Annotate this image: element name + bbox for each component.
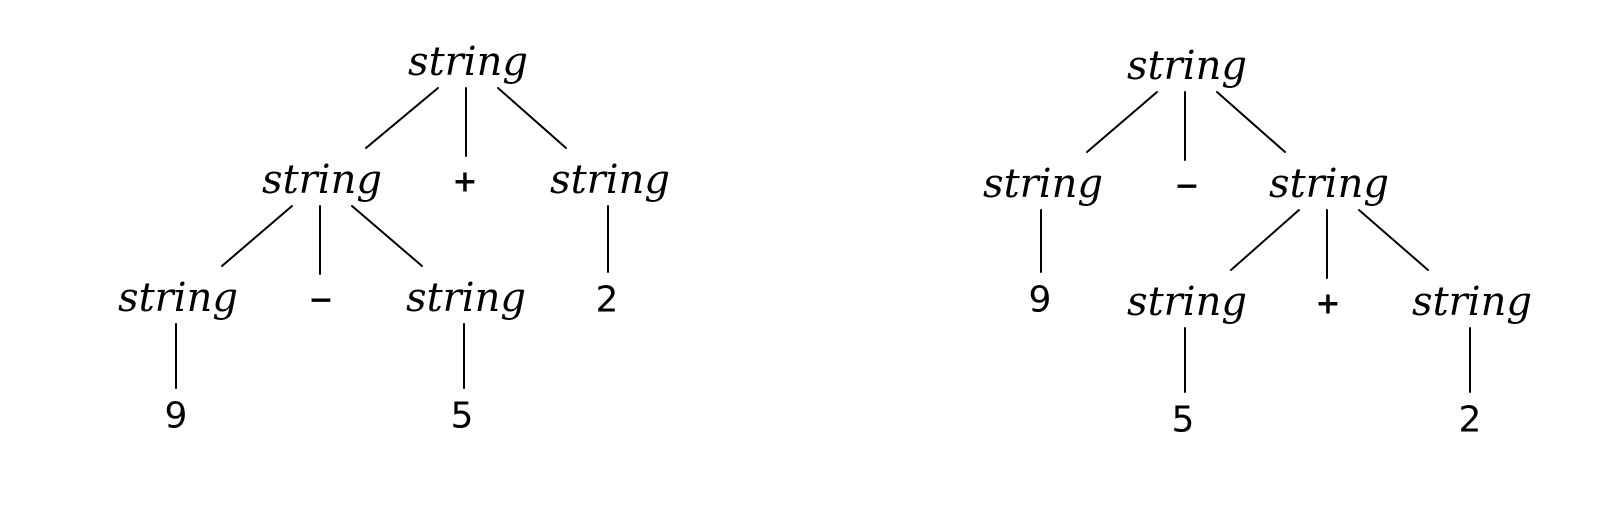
- tree-node-nonterminal: string: [406, 275, 526, 321]
- tree-node-nonterminal: string: [1127, 43, 1247, 89]
- tree-edge-left-ll: [221, 205, 293, 267]
- tree-node-nonterminal: string: [118, 275, 238, 321]
- tree-node-operator: +: [452, 165, 477, 200]
- tree-node-nonterminal: string: [1269, 161, 1389, 207]
- tree-node-nonterminal: string: [262, 157, 382, 203]
- tree-edge-right-rr: [1358, 209, 1429, 271]
- tree-node-nonterminal: string: [1127, 279, 1247, 325]
- tree-edge-root-left: [365, 87, 439, 149]
- tree-edge-right-rl: [1230, 209, 1300, 271]
- tree-node-operator: −: [308, 283, 333, 318]
- tree-node-terminal: 9: [1029, 280, 1052, 321]
- tree-node-operator: +: [1315, 287, 1340, 322]
- parse-tree-left: string string + string string − string 2 9 5: [118, 39, 670, 437]
- tree-node-terminal: 5: [451, 396, 474, 437]
- tree-node-nonterminal: string: [408, 39, 528, 85]
- tree-node-operator: −: [1174, 169, 1199, 204]
- tree-node-terminal: 2: [1459, 400, 1482, 441]
- tree-edge-left-lr: [351, 205, 423, 267]
- tree-node-terminal: 9: [165, 396, 188, 437]
- tree-node-terminal: 2: [596, 280, 619, 321]
- tree-edge-root-right: [1216, 91, 1286, 153]
- tree-node-nonterminal: string: [1412, 279, 1532, 325]
- tree-node-terminal: 5: [1172, 400, 1195, 441]
- parse-tree-right: string string − string 9 string + string 5 2: [983, 43, 1532, 441]
- tree-node-nonterminal: string: [983, 161, 1103, 207]
- tree-edge-root-right: [497, 87, 567, 149]
- tree-edge-root-left: [1086, 91, 1158, 153]
- tree-node-nonterminal: string: [550, 157, 670, 203]
